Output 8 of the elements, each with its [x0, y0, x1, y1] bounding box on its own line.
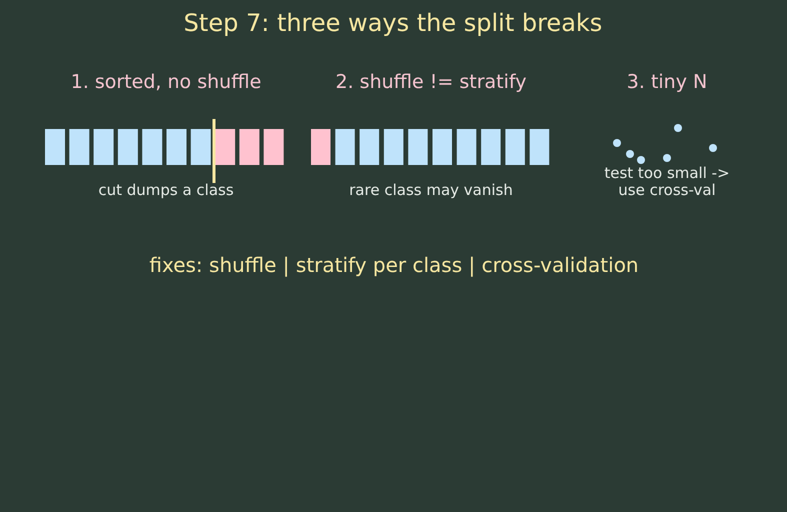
caption: test too small -> use cross-val — [603, 165, 731, 200]
section-heading: 3. tiny N — [626, 72, 708, 94]
caption: rare class may vanish — [349, 182, 513, 200]
diagram-title: Step 7: three ways the split breaks — [184, 10, 602, 38]
section-heading: 1. sorted, no shuffle — [70, 72, 262, 94]
section-heading: 2. shuffle != stratify — [336, 72, 526, 94]
fixes-note: fixes: shuffle | stratify per class | cross-validation — [149, 254, 639, 277]
caption: cut dumps a class — [98, 182, 234, 200]
